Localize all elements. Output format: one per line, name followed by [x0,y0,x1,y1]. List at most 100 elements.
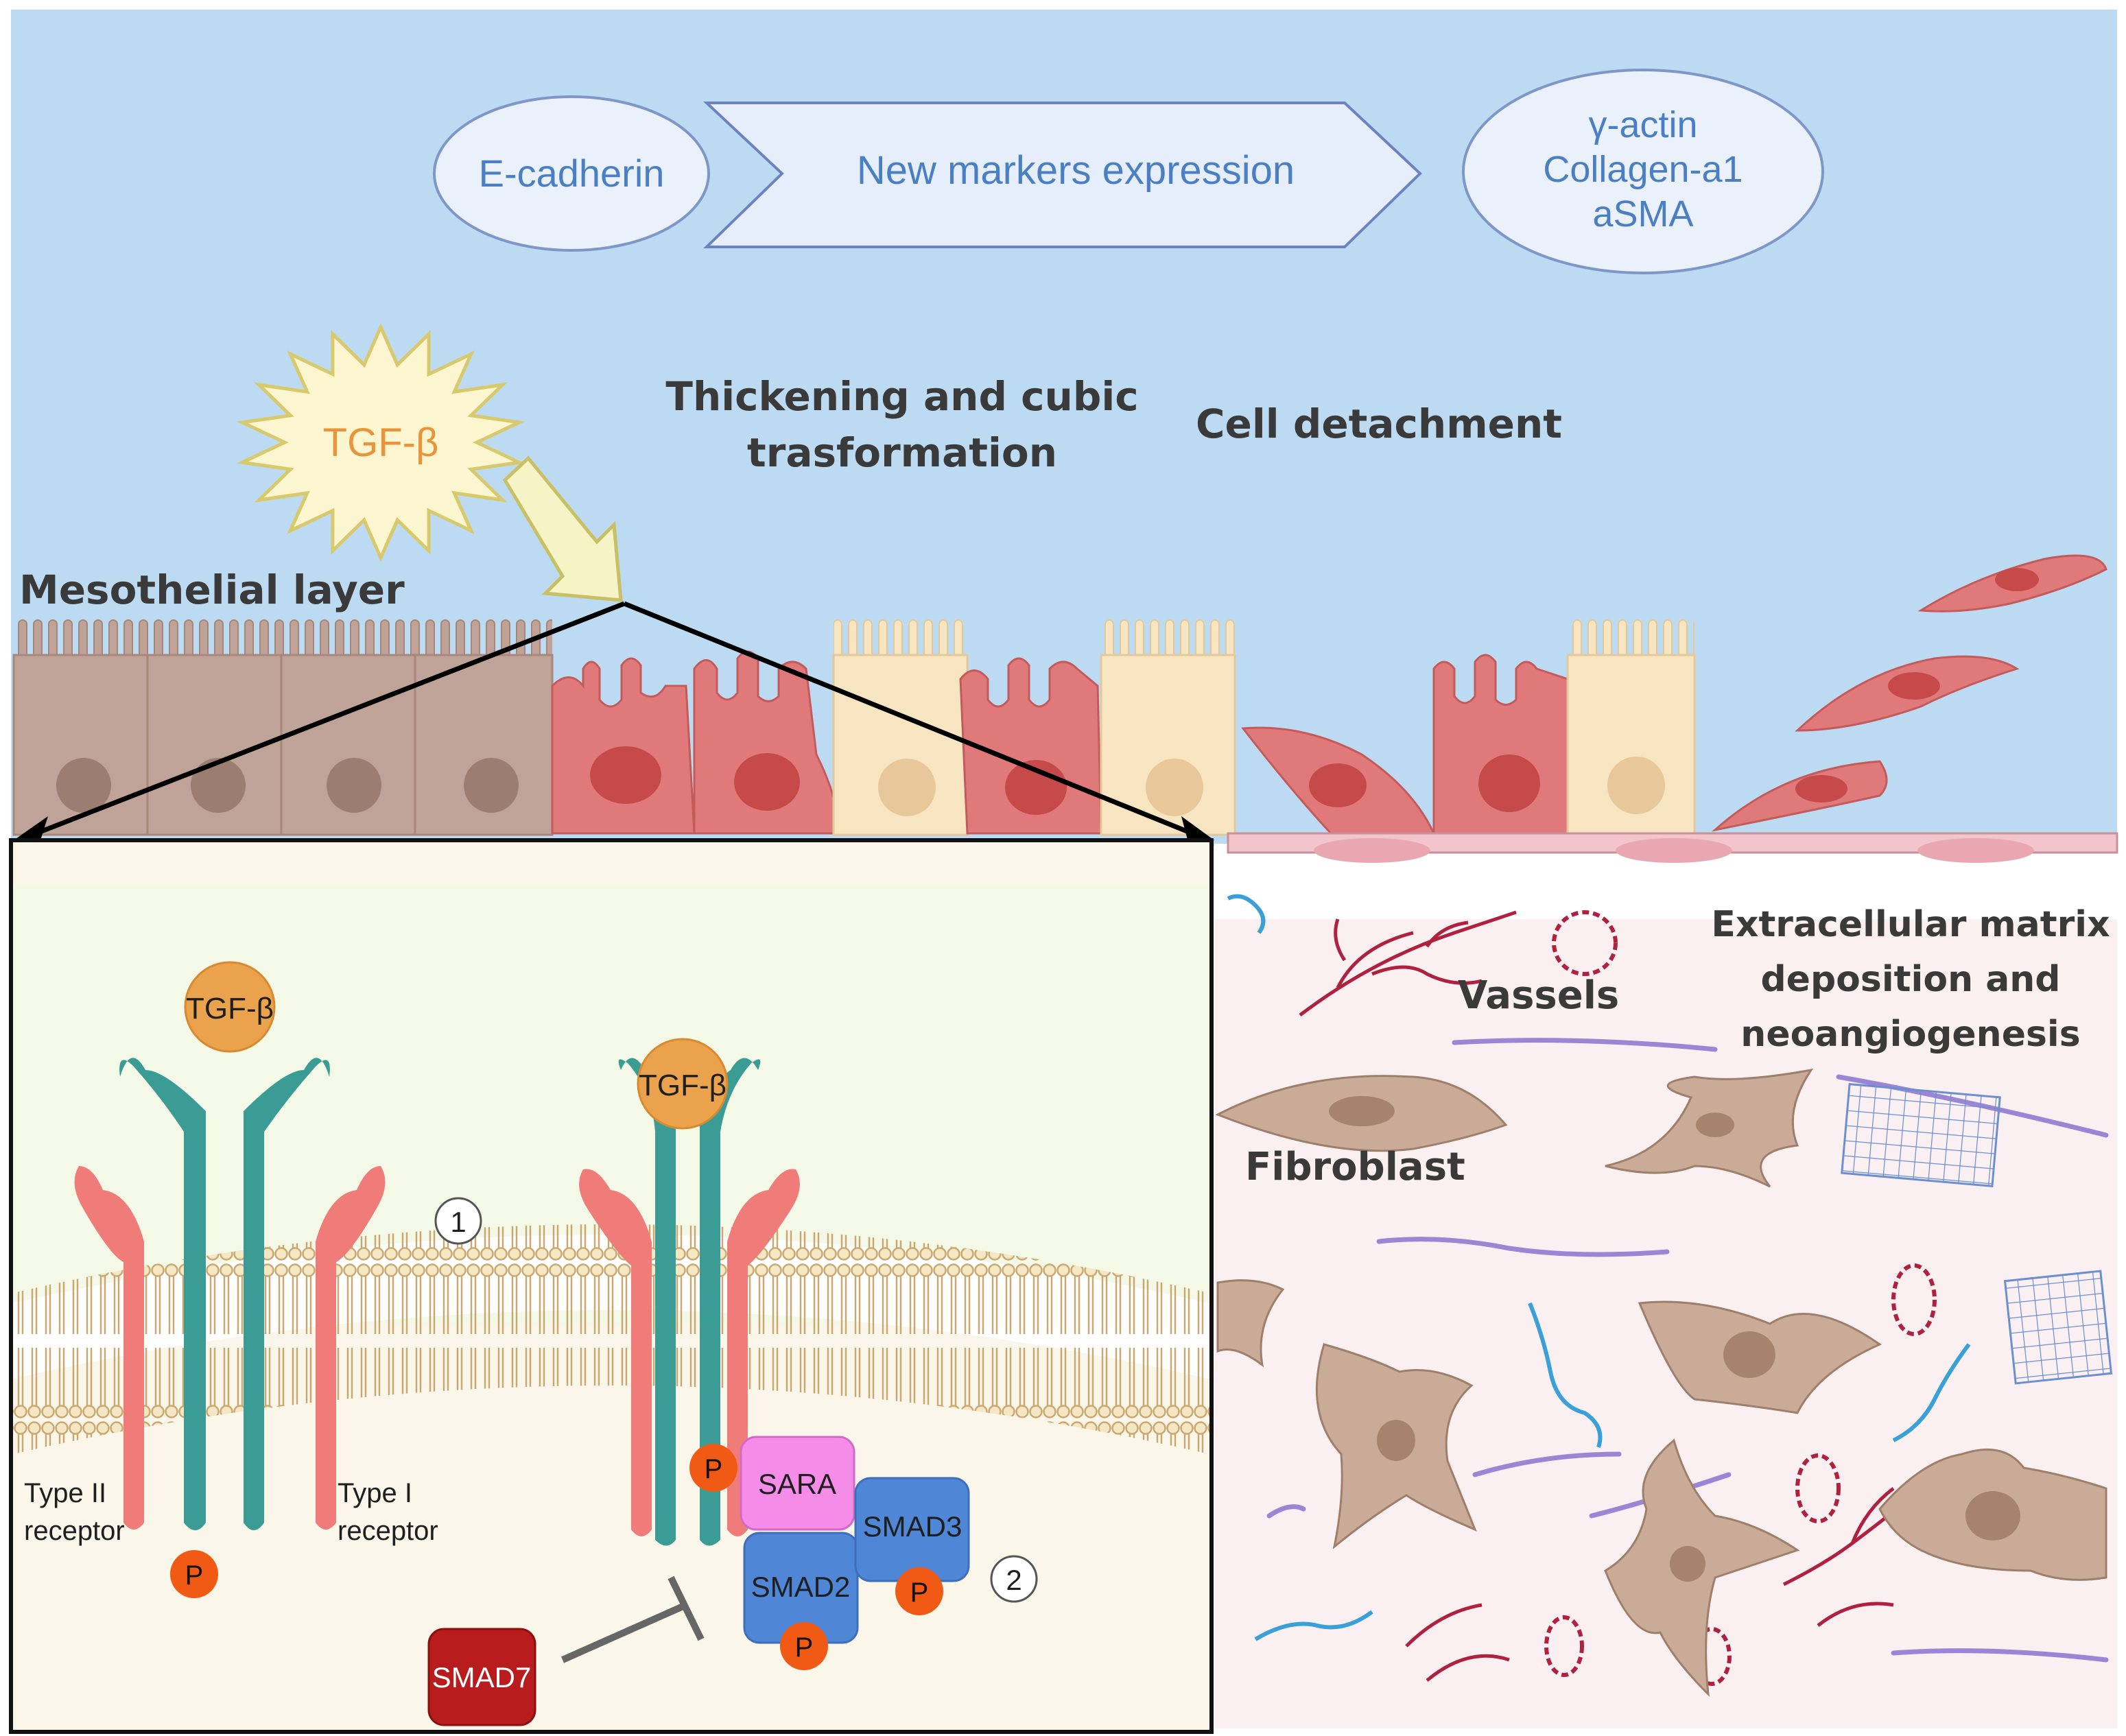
cell-nucleus [327,758,381,813]
submesothelial-cell [1917,838,2034,863]
ecm-label-line2: deposition and [1760,959,2060,1000]
vessel-ring [1891,1263,1937,1336]
mesothelial-cells [12,554,2118,863]
zoom-line-right [623,601,1202,840]
tgf-beta-ligand [184,961,276,1053]
tgf-beta-burst-label: TGF-β [323,420,439,465]
cell-nucleus [1329,1096,1395,1126]
phospho-site [170,1550,218,1598]
signaling-inset: TGF-β P Type II receptor Type I receptor… [9,838,1214,1734]
type2-receptor-label-line1: Type II [24,1478,106,1508]
thickening-label-line2: trasformation [747,429,1057,476]
transformed-cell [551,657,696,835]
microvilli-cubic [1101,617,1235,660]
type2-receptor [74,1166,144,1530]
vessel-ring [1544,1615,1584,1677]
elastic-fibers [1227,894,1971,1641]
cell-nucleus [1888,672,1940,700]
marker-gamma-actin: γ-actin [1588,104,1697,145]
type1-receptor-core-active [700,1058,761,1546]
burst-arrow-icon [502,455,623,602]
markers-arrow [702,102,1422,248]
ecm-label-line3: neoangiogenesis [1740,1014,2080,1055]
vessel-ring [1795,1453,1841,1523]
step-2-marker [990,1555,1038,1603]
submesothelial-cell [1616,838,1732,863]
type2-receptor-core [119,1058,206,1530]
vessel-ring [1552,910,1618,976]
thickening-label-line1: Thickening and cubic [665,373,1138,420]
type2-receptor-core-active [618,1058,676,1546]
cell-nucleus [1607,757,1665,814]
smad7-label: SMAD7 [432,1661,532,1693]
smad2-label: SMAD2 [751,1571,851,1603]
cell-membrane [13,1224,1209,1454]
step-2-label: 2 [1006,1564,1021,1596]
burst-star-icon [236,322,525,562]
tgf-beta-bound-label: TGF-β [639,1069,727,1102]
smad3-label: SMAD3 [863,1510,962,1543]
phospho-label: P [185,1560,204,1591]
inhibition-bar-icon [668,1576,705,1641]
mesothelial-layer-label: Mesothelial layer [19,567,405,613]
type1-receptor-label-line1: Type I [338,1478,412,1508]
step-1-label: 1 [450,1206,466,1238]
cell-nucleus [1377,1420,1415,1461]
cell-nucleus [464,758,519,813]
cell-nucleus [1309,763,1367,807]
cell-nucleus [1995,568,2039,591]
phospho-label: P [795,1632,814,1663]
cell-nucleus [1965,1491,2020,1541]
cell-nucleus [878,759,936,816]
marker-collagen: Collagen-a1 [1543,149,1743,190]
fibroblast-cell [1216,1279,1285,1368]
tgf-beta-ligand-label: TGF-β [186,992,274,1025]
sara-label: SARA [758,1468,836,1500]
step-1-marker [434,1197,482,1245]
type2-receptor-label-line2: receptor [24,1516,125,1546]
cell-nucleus [1696,1113,1734,1137]
phospho-label: P [910,1578,929,1608]
matrix-mesh [1841,1083,2001,1187]
type1-receptor [316,1166,386,1530]
zoom-arrowhead-left-icon [14,816,48,842]
cell-nucleus [734,753,800,811]
phospho-label: P [705,1454,723,1484]
cell-nucleus [1146,759,1203,816]
microvilli-cubic [1568,617,1694,660]
markers-arrow-label: New markers expression [857,148,1295,193]
ecm-label-line1: Extracellular matrix [1711,904,2110,945]
inhibition-line [560,1602,688,1663]
tgf-beta-bound-ligand [637,1038,729,1130]
cell-nucleus [1670,1546,1705,1582]
cell-nucleus [1795,775,1847,802]
vessel-branches [1299,910,1517,1016]
submesothelial-cell [1314,838,1430,863]
smad7-protein [427,1628,536,1726]
phospho-site [780,1622,828,1670]
type2-receptor-active [579,1169,652,1536]
phospho-site [689,1444,737,1492]
marker-asma: aSMA [1592,193,1693,235]
cell-nucleus [1005,760,1067,815]
tgf-beta-burst: TGF-β [236,322,623,602]
type1-receptor-core [244,1058,330,1530]
microvilli-cubic [834,617,967,660]
zoom-arrowhead-right-icon [1181,816,1214,842]
type1-receptor-label-line2: receptor [338,1516,438,1546]
sara-protein [740,1436,855,1531]
cell-nucleus [1478,754,1540,812]
fibroblast-label: Fibroblast [1245,1145,1465,1189]
e-cadherin-label: E-cadherin [479,152,665,195]
e-cadherin-oval [433,95,710,252]
microvilli-normal [14,617,552,660]
mesenchymal-markers-oval [1462,69,1824,274]
cell-nucleus [590,746,661,804]
matrix-mesh [2003,1270,2113,1385]
cell-nucleus [1723,1331,1775,1378]
phospho-site [895,1567,943,1615]
cell-detachment-label: Cell detachment [1196,401,1562,447]
cell-nucleus [56,758,111,813]
extracellular-matrix: Extracellular matrix deposition and neoa… [1215,894,2113,1698]
